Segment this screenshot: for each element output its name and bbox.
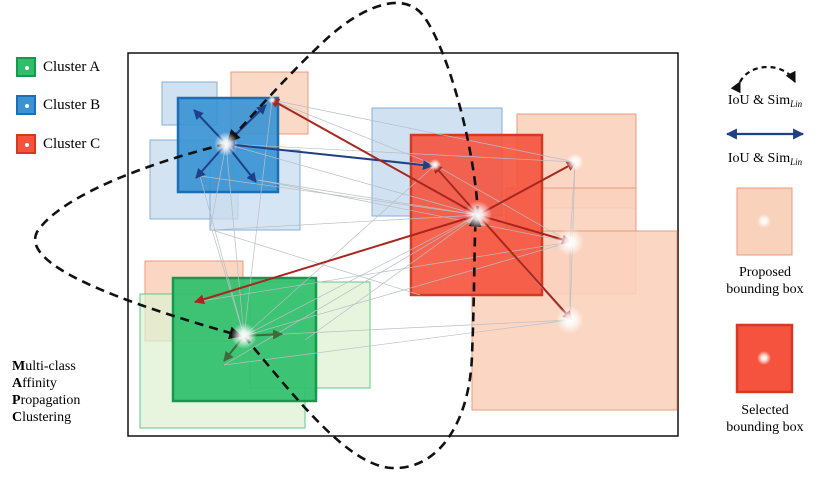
legend-dashed-arrow <box>730 66 796 94</box>
exemplar-b <box>214 132 238 156</box>
exemplar-c <box>464 201 492 229</box>
method-line: Clustering <box>12 410 72 425</box>
legend-selected-label: Selected bounding box <box>726 403 804 435</box>
cluster-c-swatch <box>16 134 36 154</box>
legend-cluster-b: Cluster B <box>16 95 100 115</box>
method-name: Multi-class Affinity Propagation Cluster… <box>12 358 80 426</box>
legend-proposed-label: Proposed bounding box <box>726 265 804 297</box>
method-line: Affinity <box>12 376 57 391</box>
cluster-b-label: Cluster B <box>43 96 101 113</box>
cluster-c-label: Cluster C <box>43 135 101 152</box>
cluster-b-swatch <box>16 95 36 115</box>
cluster-c-arrows <box>194 98 577 321</box>
legend-solid-label: IoU & SimLin <box>727 151 803 167</box>
legend-cluster-c: Cluster C <box>16 134 100 154</box>
method-line: Propagation <box>12 393 81 408</box>
legend-cluster-a: Cluster A <box>16 57 100 77</box>
cluster-a-swatch <box>16 57 36 77</box>
exemplar-a <box>231 323 257 349</box>
inter-cluster-loop <box>33 1 482 470</box>
cluster-a-label: Cluster A <box>43 58 101 75</box>
similarity-mesh <box>194 99 576 366</box>
box-centres <box>214 96 584 349</box>
method-line: Multi-class <box>12 359 76 374</box>
legend-dashed-label: IoU & SimLin <box>727 93 803 109</box>
